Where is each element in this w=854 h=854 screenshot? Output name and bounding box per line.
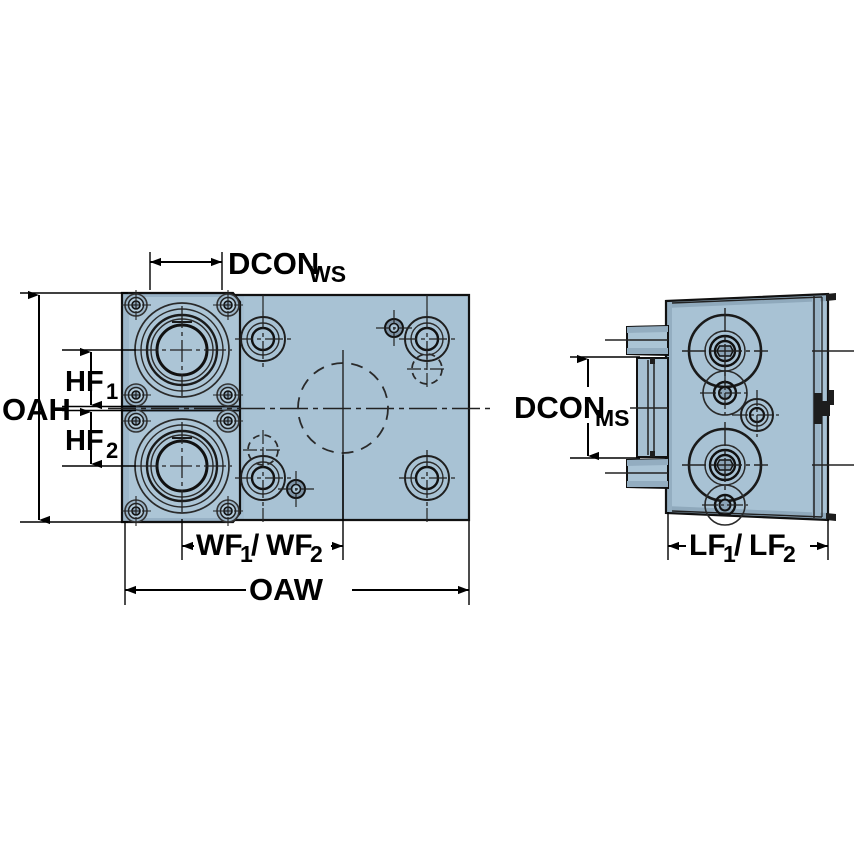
wf1-label: WF	[196, 529, 243, 562]
side-center-flange	[605, 357, 669, 458]
lf1-label: LF	[689, 529, 726, 562]
front-hidden-hole-upper-right	[407, 350, 447, 390]
dimension-wf: WF 1 / WF 2	[181, 455, 344, 567]
front-hole-upper-left	[235, 295, 291, 367]
front-small-hole-lower	[278, 471, 314, 507]
lf2-subscript: 2	[783, 541, 796, 567]
hf1-label: HF	[65, 366, 104, 398]
front-flange-screws	[121, 290, 243, 526]
dimension-dcon-ws: DCON WS	[149, 246, 346, 290]
hf1-subscript: 1	[106, 379, 118, 404]
side-upper-arm	[605, 324, 669, 357]
lf1-subscript: 1	[723, 541, 736, 567]
front-body-outline	[229, 293, 471, 522]
wf1-subscript: 1	[240, 541, 253, 567]
lf-separator: /	[734, 529, 743, 562]
oaw-label: OAW	[249, 572, 324, 607]
wf2-label: WF	[266, 529, 313, 562]
side-center-right-hole	[732, 390, 782, 440]
dimension-oah: OAH	[2, 290, 128, 525]
dimension-hf1: HF 1	[62, 347, 136, 410]
front-small-hole-upper	[376, 310, 412, 346]
wf-separator: /	[251, 529, 260, 562]
front-hole-lower-right	[399, 450, 455, 522]
front-view-group	[108, 290, 492, 526]
oah-label: OAH	[2, 392, 71, 427]
dcon-ws-label: DCON	[228, 246, 319, 281]
front-hidden-hole-lower-left	[243, 430, 283, 470]
side-lower-small-boss	[702, 484, 748, 526]
dimension-lf: LF 1 / LF 2	[667, 512, 829, 567]
lf2-label: LF	[749, 529, 786, 562]
side-right-notch	[814, 390, 834, 424]
dimension-hf2: HF 2	[62, 407, 136, 469]
dcon-ms-subscript: MS	[595, 405, 630, 431]
side-body-solid	[666, 294, 828, 520]
side-lower-arm	[605, 457, 669, 490]
wf2-subscript: 2	[310, 541, 323, 567]
hf2-subscript: 2	[106, 438, 118, 463]
dimension-oaw: OAW	[124, 521, 470, 607]
hf2-label: HF	[65, 425, 104, 457]
dcon-ms-label: DCON	[514, 390, 605, 425]
side-upper-small-boss	[700, 368, 750, 418]
dimension-dcon-ms: DCON MS	[512, 354, 640, 461]
side-view-group	[605, 292, 854, 526]
front-lower-boss	[134, 418, 232, 514]
side-lower-hex-boss	[682, 422, 768, 508]
dcon-ws-subscript: WS	[309, 261, 346, 287]
